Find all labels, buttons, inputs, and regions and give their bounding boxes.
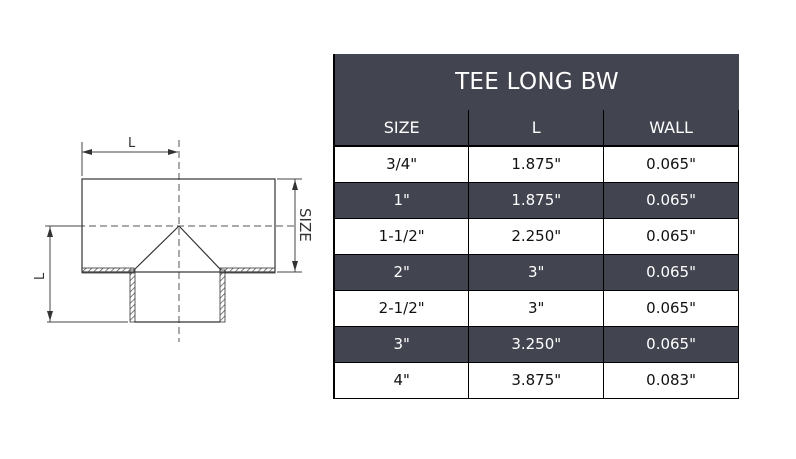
cell-wall: 0.065": [603, 145, 739, 183]
cell-size: 3/4": [333, 145, 470, 183]
top-l-label: L: [128, 136, 136, 151]
cell-size: 2-1/2": [333, 289, 470, 327]
cell-l: 3.875": [468, 361, 605, 399]
cell-wall: 0.065": [603, 181, 739, 219]
header-l: L: [468, 110, 605, 147]
header-wall: WALL: [603, 110, 739, 147]
cell-wall: 0.083": [603, 361, 739, 399]
cell-size: 2": [333, 253, 470, 291]
table-title: TEE LONG BW: [333, 54, 739, 110]
tee-technical-drawing: L SIZE L: [30, 120, 330, 350]
header-size: SIZE: [333, 110, 470, 147]
cell-size: 1": [333, 181, 470, 219]
tee-diagram-svg: L SIZE L: [33, 136, 314, 342]
table-row: 2-1/2" 3" 0.065": [333, 289, 739, 327]
table-row: 1" 1.875" 0.065": [333, 181, 739, 219]
left-l-label: L: [33, 272, 48, 280]
table-row: 2" 3" 0.065": [333, 253, 739, 291]
table-row: 3/4" 1.875" 0.065": [333, 145, 739, 183]
cell-wall: 0.065": [603, 253, 739, 291]
table-header-row: SIZE L WALL: [333, 110, 739, 147]
cell-l: 3": [468, 289, 605, 327]
cell-wall: 0.065": [603, 325, 739, 363]
cell-wall: 0.065": [603, 217, 739, 255]
cell-l: 1.875": [468, 181, 605, 219]
cell-wall: 0.065": [603, 289, 739, 327]
table-row: 4" 3.875" 0.083": [333, 361, 739, 399]
table-row: 1-1/2" 2.250" 0.065": [333, 217, 739, 255]
cell-l: 3": [468, 253, 605, 291]
cell-l: 3.250": [468, 325, 605, 363]
cell-size: 3": [333, 325, 470, 363]
cell-l: 1.875": [468, 145, 605, 183]
size-label: SIZE: [296, 208, 314, 242]
cell-l: 2.250": [468, 217, 605, 255]
cell-size: 1-1/2": [333, 217, 470, 255]
cell-size: 4": [333, 361, 470, 399]
dimensions-table: TEE LONG BW SIZE L WALL 3/4" 1.875" 0.06…: [333, 54, 739, 399]
table-row: 3" 3.250" 0.065": [333, 325, 739, 363]
